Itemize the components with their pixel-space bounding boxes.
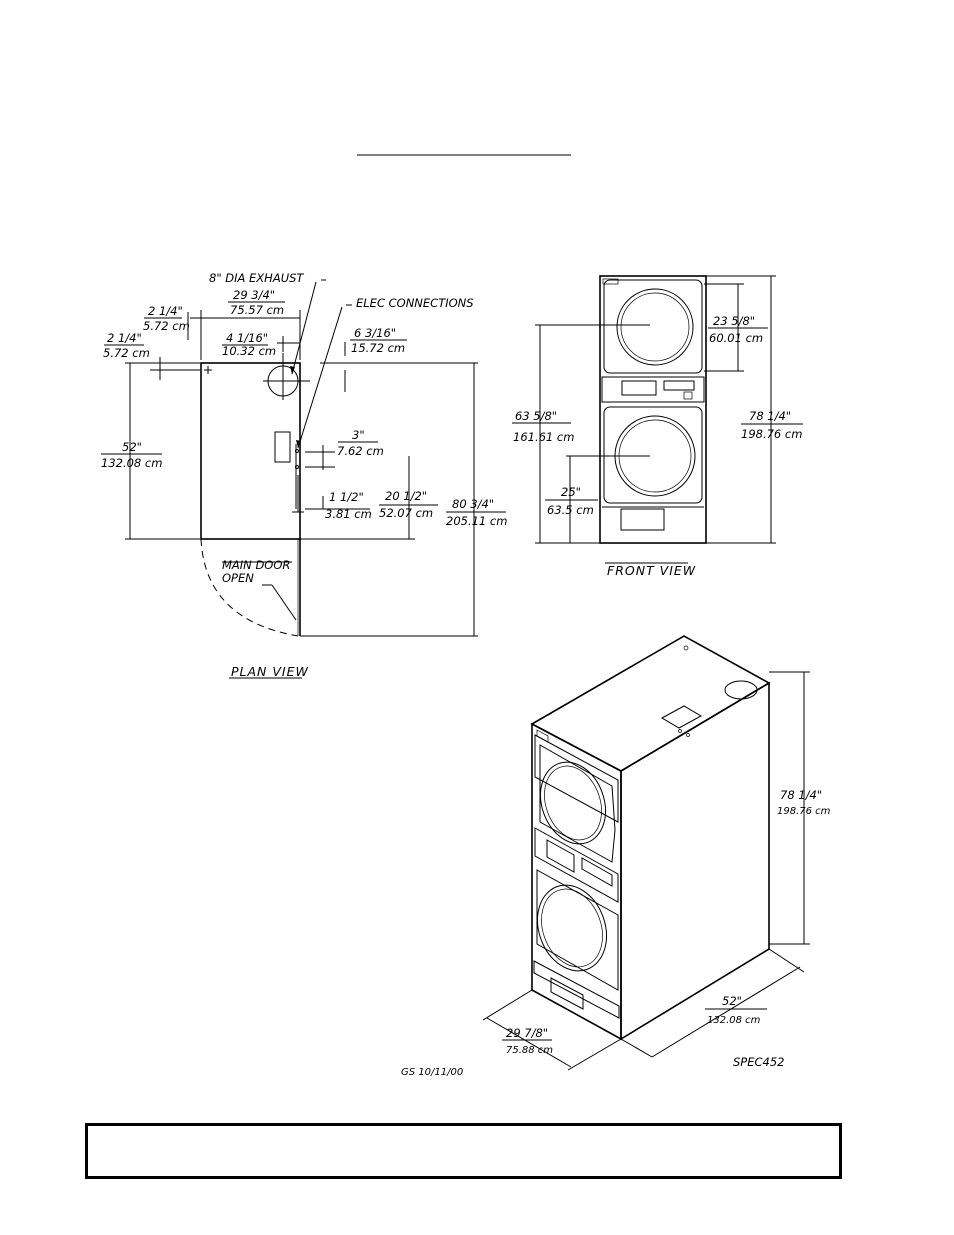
dim-52-iso-in: 52" [722, 994, 742, 1008]
dim-23-5-8-cm: 60.01 cm [709, 331, 763, 345]
iso-upper-door [540, 761, 606, 845]
dim-20-1-2-cm: 52.07 cm [379, 506, 433, 520]
dim-6-3-16-in: 6 3/16" [354, 326, 396, 340]
dim-25-cm: 63.5 cm [547, 503, 594, 517]
dim-29-3-4-in: 29 3/4" [233, 288, 275, 302]
dim-2-1-4-upper-cm: 5.72 cm [143, 319, 190, 333]
label-dia-exhaust: 8" DIA EXHAUST [209, 271, 304, 285]
iso-upper-door-panel [539, 744, 616, 863]
dim-63-5-8-in: 63 5/8" [515, 409, 557, 423]
dim-6-3-16-cm: 15.72 cm [351, 341, 405, 355]
dim-52-cm: 132.08 cm [101, 456, 162, 470]
coin-slot-panel [663, 380, 695, 391]
dim-78-1-4-iso-cm: 198.76 cm [777, 806, 831, 817]
isometric-view: 78 1/4" 198.76 cm 52" 132.08 cm 29 7/8" … [482, 635, 831, 1071]
dim-80-3-4-in: 80 3/4" [452, 497, 494, 511]
dim-78-1-4-front-cm: 198.76 cm [741, 427, 802, 441]
dim-63-5-8-cm: 161.61 cm [513, 430, 574, 444]
front-view-caption: FRONT VIEW [607, 563, 696, 578]
display-window [621, 380, 657, 396]
dim-2-1-4-lower-cm: 5.72 cm [103, 346, 150, 360]
dim-23-5-8-in: 23 5/8" [713, 314, 755, 328]
control-panel [601, 376, 705, 403]
access-panel [274, 431, 291, 463]
dim-52-iso-cm: 132.08 cm [707, 1015, 761, 1026]
dim-1-1-2-in: 1 1/2" [329, 490, 364, 504]
dim-80-3-4-cm: 205.11 cm [446, 514, 507, 528]
dim-52-in: 52" [122, 440, 142, 454]
plan-cabinet-outline [200, 362, 301, 540]
dim-3-in: 3" [352, 428, 365, 442]
dim-2-1-4-upper-in: 2 1/4" [148, 304, 183, 318]
plan-view: 8" DIA EXHAUST ELEC CONNECTIONS 29 3/4" … [101, 271, 507, 679]
dim-78-1-4-iso-in: 78 1/4" [780, 788, 822, 802]
footer-box [85, 1123, 842, 1179]
label-elec-connections: ELEC CONNECTIONS [356, 296, 474, 310]
lower-dryer-panel [603, 406, 703, 504]
dim-29-7-8-iso-in: 29 7/8" [506, 1026, 548, 1040]
door-swing-arc [200, 538, 299, 637]
label-main-door-1: MAIN DOOR [222, 558, 290, 572]
spec-code: SPEC452 [733, 1055, 784, 1069]
front-view: 23 5/8" 60.01 cm 63 5/8" 161.61 cm 78 1/… [512, 275, 803, 578]
dim-4-1-16-in: 4 1/16" [226, 331, 268, 345]
dim-29-7-8-iso-cm: 75.88 cm [506, 1045, 553, 1056]
iso-control-panel [534, 827, 619, 903]
iso-lint-drawer [550, 977, 584, 1010]
dim-4-1-16-cm: 10.32 cm [222, 344, 276, 358]
dim-20-1-2-in: 20 1/2" [385, 489, 427, 503]
dim-1-1-2-cm: 3.81 cm [325, 507, 372, 521]
iso-right-face [620, 681, 770, 1041]
dim-78-1-4-front-in: 78 1/4" [749, 409, 791, 423]
iso-top-panel [660, 705, 703, 729]
lint-drawer [620, 508, 665, 531]
dim-3-cm: 7.62 cm [337, 444, 384, 458]
plan-view-caption: PLAN VIEW [231, 664, 309, 679]
dim-25-in: 25" [561, 485, 581, 499]
upper-dryer-panel [603, 279, 703, 374]
label-main-door-2: OPEN [222, 571, 254, 585]
upper-dryer-door [616, 288, 694, 366]
iso-lower-door [537, 884, 607, 972]
dim-29-3-4-cm: 75.57 cm [230, 303, 284, 317]
drafter-date: GS 10/11/00 [401, 1067, 463, 1078]
front-cabinet-outline [599, 275, 707, 544]
iso-exhaust-outlet [724, 680, 758, 700]
dim-2-1-4-lower-in: 2 1/4" [107, 331, 142, 345]
